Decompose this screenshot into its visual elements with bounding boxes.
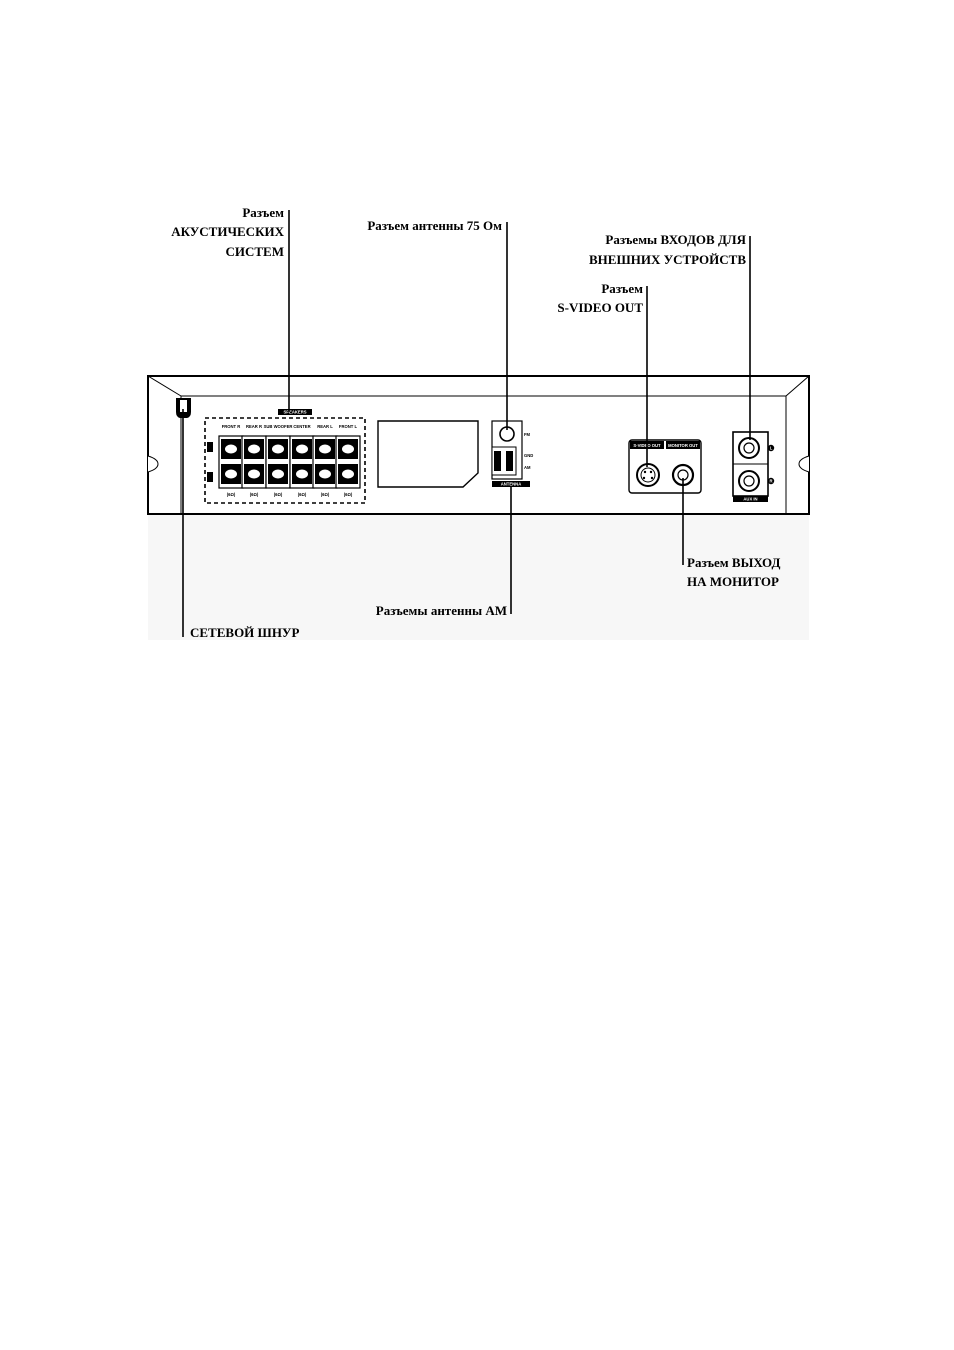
fm-antenna-callout: Разъем антенны 75 Ом bbox=[367, 218, 502, 233]
vent-panel bbox=[378, 421, 478, 487]
antenna-label: ANTENNA bbox=[501, 482, 521, 487]
impedance-label: (6Ω) bbox=[227, 492, 236, 497]
am-label: AM bbox=[524, 465, 531, 470]
channel-label: FRONT R bbox=[222, 424, 241, 429]
aux-callout-line1: Разъемы ВХОДОВ ДЛЯ bbox=[605, 232, 746, 247]
power-cord-callout: СЕТЕВОЙ ШНУР bbox=[190, 625, 299, 640]
fm-label: FM bbox=[524, 432, 531, 437]
gnd-label: GND bbox=[524, 453, 533, 458]
aux-l-label: L bbox=[770, 446, 773, 451]
monitor-callout-line2: НА МОНИТОР bbox=[687, 574, 779, 589]
channel-label: CENTER bbox=[293, 424, 310, 429]
callout-svideo: Разъем S-VIDEO OUT bbox=[557, 281, 643, 315]
monitor-callout-line1: Разъем ВЫХОД bbox=[687, 555, 781, 570]
monitor-out-label: MONITOR OUT bbox=[668, 443, 698, 448]
speakers-header: SPEAKERS bbox=[283, 410, 306, 415]
speakers-callout-line3: СИСТЕМ bbox=[226, 244, 285, 259]
aux-inputs: L R AUX IN bbox=[733, 432, 774, 502]
channel-label: SUB WOOFER bbox=[264, 424, 293, 429]
impedance-label: (6Ω) bbox=[298, 492, 307, 497]
speakers-callout-line2: АКУСТИЧЕСКИХ bbox=[171, 224, 284, 239]
am-antenna-callout: Разъемы антенны AM bbox=[376, 603, 507, 618]
channel-label: REAR L bbox=[317, 424, 333, 429]
svideo-callout-line2: S-VIDEO OUT bbox=[557, 300, 643, 315]
video-outputs: S-VIDEO OUT MONITOR OUT bbox=[629, 440, 701, 493]
aux-callout-line2: ВНЕШНИХ УСТРОЙСТВ bbox=[589, 252, 746, 267]
impedance-label: (6Ω) bbox=[344, 492, 353, 497]
channel-label: REAR R bbox=[246, 424, 262, 429]
aux-l-jack bbox=[739, 438, 759, 458]
impedance-label: (6Ω) bbox=[274, 492, 283, 497]
impedance-label: (6Ω) bbox=[250, 492, 259, 497]
impedance-label: (6Ω) bbox=[321, 492, 330, 497]
callout-aux-inputs: Разъемы ВХОДОВ ДЛЯ ВНЕШНИХ УСТРОЙСТВ bbox=[589, 232, 747, 267]
svideo-jack bbox=[637, 464, 659, 486]
callout-speakers: Разъем АКУСТИЧЕСКИХ СИСТЕМ bbox=[171, 205, 284, 259]
aux-in-label: AUX IN bbox=[743, 497, 757, 502]
svideo-callout-line1: Разъем bbox=[601, 281, 643, 296]
aux-r-label: R bbox=[769, 479, 772, 484]
aux-r-jack bbox=[739, 471, 759, 491]
speakers-callout-line1: Разъем bbox=[242, 205, 284, 220]
channel-label: FRONT L bbox=[339, 424, 358, 429]
